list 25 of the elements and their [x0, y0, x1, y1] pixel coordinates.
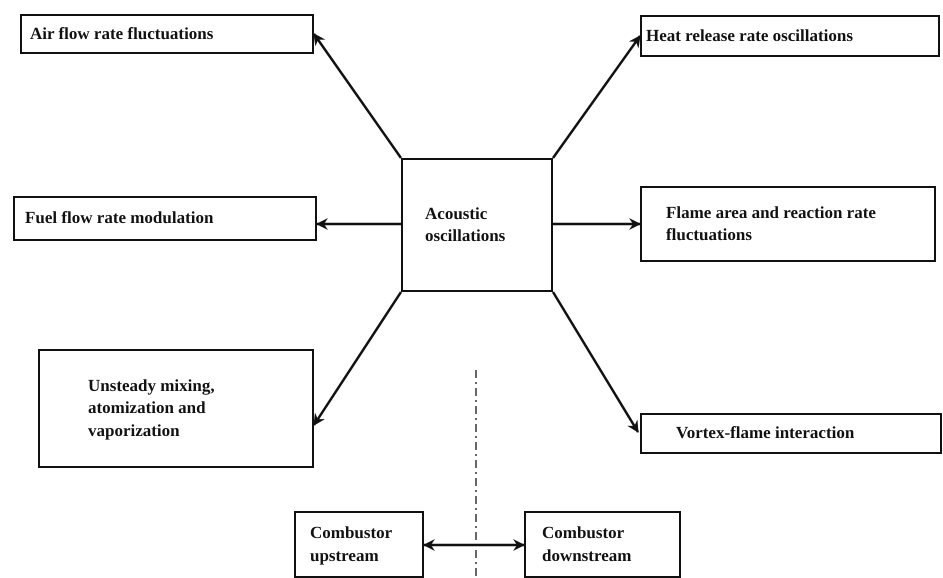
arrow: [312, 291, 402, 426]
arrow: [552, 291, 640, 433]
box-label: Combustor downstream: [542, 522, 632, 566]
process-box: [401, 158, 553, 292]
box-label: Air flow rate fluctuations: [30, 22, 214, 45]
process-box: [524, 511, 681, 578]
box-label: Fuel flow rate modulation: [25, 207, 214, 230]
box-label: Acoustic oscillations: [425, 202, 506, 247]
arrow: [553, 218, 641, 230]
arrow: [423, 539, 525, 551]
arrow: [316, 218, 401, 230]
box-label: Heat release rate oscillations: [646, 24, 853, 47]
box-label: Flame area and reaction rate fluctuations: [666, 202, 877, 246]
process-box: [640, 15, 940, 57]
process-box: [640, 413, 942, 454]
process-box: [38, 349, 314, 468]
process-box: [640, 186, 936, 262]
box-label: Combustor upstream: [310, 522, 393, 567]
arrow: [312, 33, 402, 159]
process-box: [20, 14, 314, 54]
process-box: [13, 196, 317, 241]
box-label: Vortex-flame interaction: [676, 422, 854, 444]
arrow: [552, 35, 642, 159]
process-box: [294, 511, 424, 578]
box-label: Unsteady mixing, atomization and vaporization: [88, 375, 216, 442]
